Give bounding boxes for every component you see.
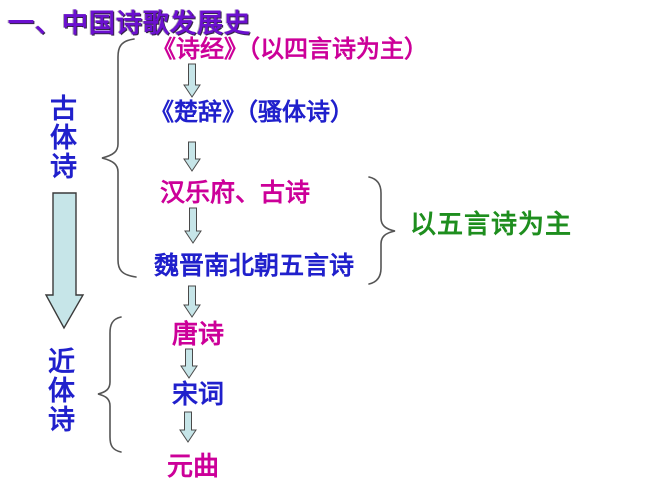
- group-label-ancient-style: 古体诗: [45, 94, 76, 181]
- flow-item-chuci: 《楚辞》（骚体诗）: [150, 98, 354, 126]
- flow-item-shijing: 《诗经》（以四言诗为主）: [152, 35, 428, 63]
- flow-item-tangshi: 唐诗: [172, 320, 225, 350]
- right-brace-five-char-icon: [368, 176, 396, 285]
- flow-item-songci: 宋词: [172, 380, 225, 410]
- group-label-modern-style: 近体诗: [43, 347, 74, 434]
- five-char-note: 以五言诗为主: [410, 210, 573, 240]
- flow-item-weijin: 魏晋南北朝五言诗: [154, 251, 355, 280]
- down-arrow-icon: [183, 63, 201, 98]
- down-arrow-icon: [184, 207, 202, 244]
- flow-item-hanyuefu: 汉乐府、古诗: [160, 178, 311, 207]
- down-arrow-icon: [183, 141, 201, 172]
- left-brace-modern-icon: [97, 316, 122, 453]
- flow-item-yuanqu: 元曲: [167, 452, 220, 482]
- down-arrow-icon: [180, 348, 198, 379]
- big-down-arrow-icon: [44, 192, 85, 330]
- left-brace-ancient-icon: [101, 38, 137, 278]
- down-arrow-icon: [183, 285, 201, 318]
- page-title: 一、中国诗歌发展史: [8, 9, 252, 39]
- down-arrow-icon: [179, 411, 197, 443]
